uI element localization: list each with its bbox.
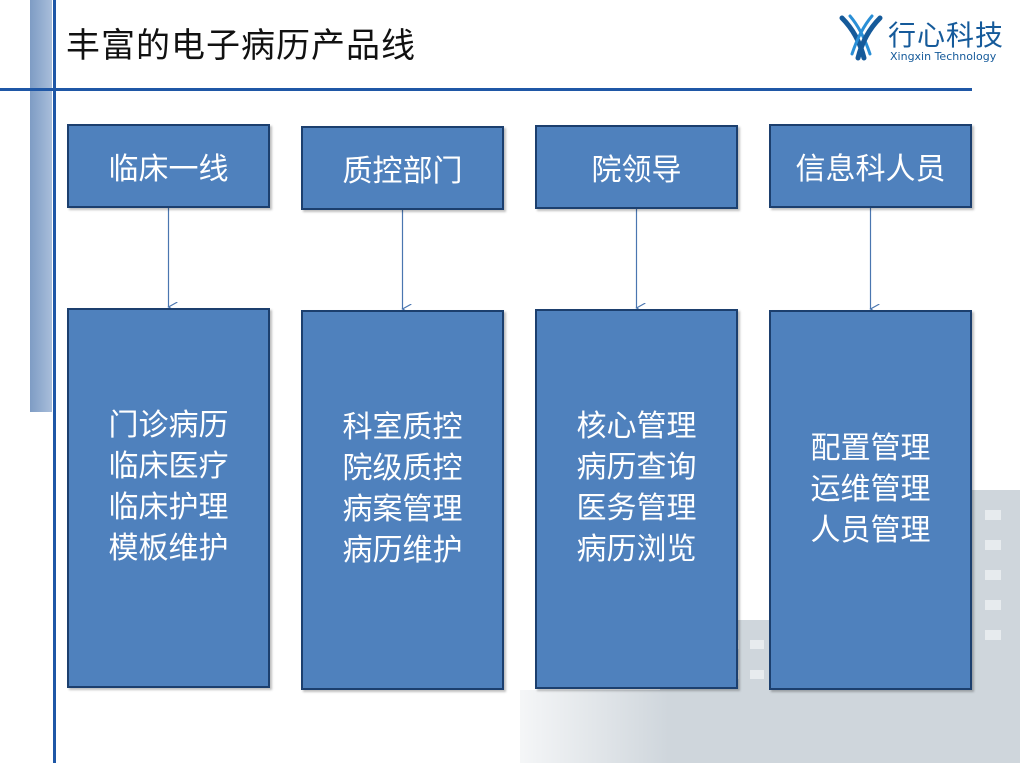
- module-item: 人员管理: [810, 512, 931, 548]
- module-item: 医务管理: [576, 491, 697, 526]
- module-box: 门诊病历临床医疗临床护理模板维护: [67, 308, 270, 688]
- logo-mark-icon: [839, 14, 883, 61]
- logo-name-en: Xingxin Technology: [890, 50, 997, 63]
- module-item: 院级质控: [342, 451, 463, 486]
- module-item: 配置管理: [810, 430, 931, 466]
- module-item: 病历查询: [576, 450, 697, 485]
- role-box: 临床一线: [67, 124, 270, 208]
- module-item: 病案管理: [342, 492, 463, 527]
- module-box: 配置管理运维管理人员管理: [769, 310, 972, 690]
- role-box: 信息科人员: [769, 124, 972, 208]
- module-box: 科室质控院级质控病案管理病历维护: [301, 310, 504, 690]
- module-item: 临床医疗: [108, 449, 229, 484]
- module-item: 模板维护: [108, 531, 229, 566]
- module-item: 核心管理: [576, 409, 697, 444]
- left-accent-bar: [30, 0, 52, 412]
- slide-title: 丰富的电子病历产品线: [66, 26, 416, 66]
- module-item: 运维管理: [810, 471, 931, 507]
- title-rule: [0, 88, 972, 91]
- module-item: 病历维护: [342, 533, 463, 568]
- role-box: 质控部门: [301, 126, 504, 210]
- module-box: 核心管理病历查询医务管理病历浏览: [535, 309, 738, 689]
- module-item: 门诊病历: [108, 408, 229, 443]
- module-item: 临床护理: [108, 490, 229, 525]
- logo-name-cn: 行心科技: [888, 19, 1005, 52]
- module-item: 科室质控: [342, 410, 463, 445]
- company-logo: 行心科技 Xingxin Technology: [838, 10, 1018, 66]
- module-item: 病历浏览: [576, 532, 697, 567]
- role-box: 院领导: [535, 125, 738, 209]
- left-rule: [53, 0, 56, 763]
